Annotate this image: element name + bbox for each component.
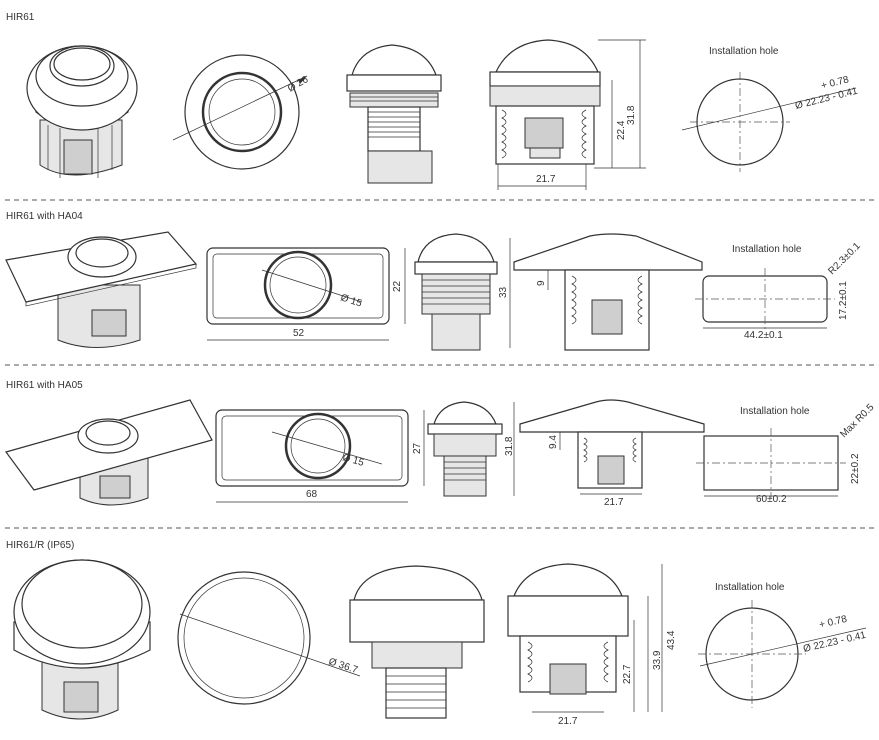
section-view: 31.8 9.4 21.7 xyxy=(504,399,705,508)
hole-title: Installation hole xyxy=(709,46,779,57)
hole-width-label: 44.2±0.1 xyxy=(744,330,783,341)
diameter-label: Ø 26 xyxy=(286,74,311,95)
section-view: 33 9 xyxy=(498,233,703,351)
side-view xyxy=(346,44,442,184)
installation-hole: Installation hole 44.2±0.1 17.2±0.1 R2.3… xyxy=(695,240,863,341)
hole-height-label: 22±0.2 xyxy=(850,453,861,484)
hole-tolerance: + 0.78 xyxy=(818,614,848,631)
total-height-label: 43.4 xyxy=(666,630,677,650)
front-view: Ø 15 52 22 xyxy=(206,247,406,341)
installation-hole: Installation hole 60±0.2 22±0.2 Max R0.5 xyxy=(696,402,877,505)
height-label: 22 xyxy=(392,280,403,292)
perspective-view xyxy=(5,399,213,506)
front-view: Ø 26 xyxy=(172,54,311,170)
perspective-view xyxy=(26,45,138,178)
row-title: HIR61 with HA04 xyxy=(6,211,83,222)
body-height-label: 22.4 xyxy=(616,120,627,140)
side-view xyxy=(349,565,485,719)
diameter-label: Ø 36.7 xyxy=(327,656,359,676)
hole-width-label: 60±0.2 xyxy=(756,494,787,505)
width-label: 21.7 xyxy=(604,497,624,508)
installation-hole: Installation hole + 0.78 Ø 22.23 - 0.41 xyxy=(681,46,859,172)
depth-label: 9 xyxy=(536,280,547,286)
row-hir61r-ip65: HIR61/R (IP65) Ø 36.7 xyxy=(6,540,867,727)
width-label: 21.7 xyxy=(558,716,578,727)
row-hir61-ha04: HIR61 with HA04 Ø 15 52 22 xyxy=(5,211,863,351)
depth-label: 9.4 xyxy=(548,435,559,449)
hole-diameter: Ø 22.23 - 0.41 xyxy=(802,630,867,655)
total-height-label: 31.8 xyxy=(626,105,637,125)
width-label: 52 xyxy=(293,328,305,339)
body-height-label: 22.7 xyxy=(622,664,633,684)
hole-title: Installation hole xyxy=(732,244,802,255)
hole-title: Installation hole xyxy=(740,406,810,417)
front-view: Ø 36.7 xyxy=(177,571,361,705)
side-view xyxy=(427,401,503,497)
row-title: HIR61 with HA05 xyxy=(6,380,83,391)
row-hir61-ha05: HIR61 with HA05 Ø 15 68 27 xyxy=(5,380,877,508)
mid-height-label: 33.9 xyxy=(652,650,663,670)
hole-radius-label: Max R0.5 xyxy=(838,402,876,440)
hole-title: Installation hole xyxy=(715,582,785,593)
hole-radius-label: R2.3±0.1 xyxy=(826,240,863,277)
side-height-label: 33 xyxy=(498,286,509,298)
front-view: Ø 15 68 27 xyxy=(215,409,425,503)
width-label: 21.7 xyxy=(536,174,556,185)
section-view: 21.7 22.4 31.8 xyxy=(489,39,646,190)
hole-height-label: 17.2±0.1 xyxy=(838,281,849,320)
side-view xyxy=(414,233,498,351)
row-title: HIR61 xyxy=(6,12,35,23)
side-height-label: 31.8 xyxy=(504,436,515,456)
installation-hole: Installation hole + 0.78 Ø 22.23 - 0.41 xyxy=(698,582,867,708)
perspective-view xyxy=(13,559,151,720)
section-view: 21.7 22.7 33.9 43.4 xyxy=(507,563,677,727)
perspective-view xyxy=(5,231,198,348)
height-label: 27 xyxy=(412,442,423,454)
width-label: 68 xyxy=(306,489,318,500)
row-title: HIR61/R (IP65) xyxy=(6,540,74,551)
row-hir61: HIR61 Ø 26 xyxy=(6,12,859,190)
